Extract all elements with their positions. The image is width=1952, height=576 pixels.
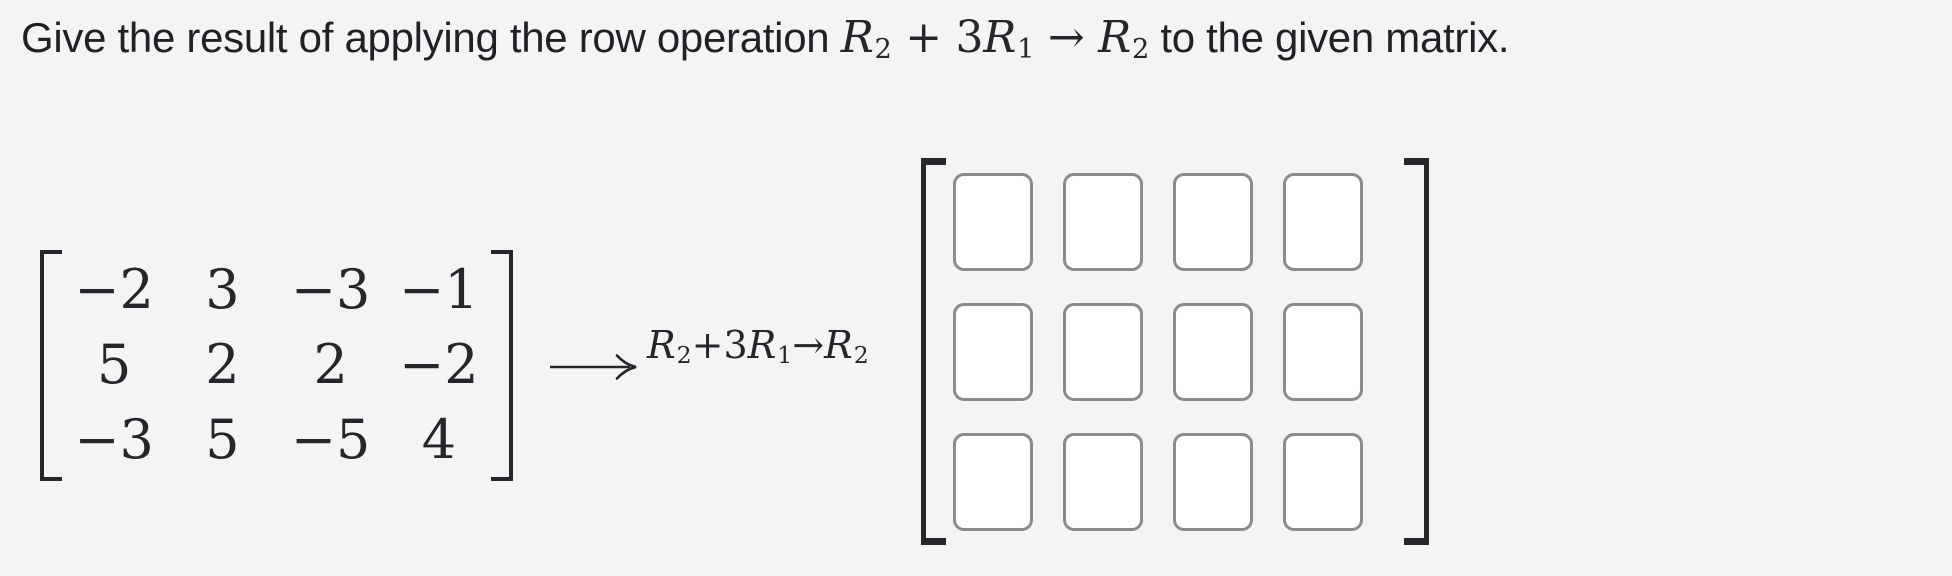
right-bracket [491, 250, 513, 481]
math-var-r2: R [824, 323, 853, 367]
matrix-cell: −1 [399, 258, 479, 321]
right-bracket [1404, 158, 1429, 545]
given-matrix-cells: −2 3 −3 −1 5 2 2 −2 −3 5 −5 4 [60, 252, 493, 477]
right-arrow-glyph: → [1034, 12, 1099, 63]
statement-text-after: to the given matrix. [1149, 14, 1510, 61]
math-var-r1: R [983, 12, 1017, 63]
math-subscript: 1 [1017, 34, 1035, 65]
matrix-cell: 5 [96, 333, 132, 396]
answer-cell-input-r1c3[interactable] [1173, 173, 1253, 271]
answer-cell-input-r2c3[interactable] [1173, 303, 1253, 401]
math-subscript: 2 [874, 34, 892, 65]
answer-cell-input-r3c2[interactable] [1063, 433, 1143, 531]
answer-cell-input-r3c3[interactable] [1173, 433, 1253, 531]
matrix-cell: 2 [205, 333, 240, 396]
answer-matrix-cells [953, 173, 1363, 531]
answer-cell-input-r1c2[interactable] [1063, 173, 1143, 271]
statement-text-before: Give the result of applying the row oper… [21, 14, 841, 61]
math-subscript: 2 [1131, 34, 1149, 65]
left-bracket [40, 250, 62, 481]
math-var-r1: R [747, 323, 777, 367]
matrix-cell: −3 [74, 408, 154, 471]
answer-cell-input-r2c4[interactable] [1283, 303, 1363, 401]
matrix-cell: 5 [205, 408, 240, 471]
problem-statement: Give the result of applying the row oper… [21, 12, 1510, 65]
math-subscript: 2 [853, 341, 869, 370]
math-subscript: 2 [676, 341, 692, 370]
answer-cell-input-r1c1[interactable] [953, 173, 1033, 271]
row-operation-label: R2+3R1→R2 [647, 323, 869, 367]
answer-cell-input-r2c2[interactable] [1063, 303, 1143, 401]
math-plus-3: + 3 [891, 12, 984, 63]
right-arrow-glyph: → [792, 323, 825, 367]
matrix-cell: −5 [290, 408, 371, 471]
math-subscript: 1 [777, 341, 793, 370]
math-var-r2: R [1098, 12, 1131, 63]
matrix-cell: −2 [399, 333, 479, 396]
matrix-cell: 4 [421, 408, 457, 471]
math-plus-3: +3 [691, 323, 748, 367]
long-right-arrow-icon [550, 354, 637, 380]
given-matrix: −2 3 −3 −1 5 2 2 −2 −3 5 −5 4 [40, 250, 513, 481]
matrix-cell: 3 [205, 258, 240, 321]
left-bracket [921, 158, 946, 545]
answer-cell-input-r1c4[interactable] [1283, 173, 1363, 271]
answer-cell-input-r3c1[interactable] [953, 433, 1033, 531]
row-operation-arrow-group: R2+3R1→R2 [548, 326, 920, 396]
answer-cell-input-r3c4[interactable] [1283, 433, 1363, 531]
matrix-cell: −2 [74, 258, 154, 321]
matrix-cell: −3 [290, 258, 371, 321]
answer-matrix [921, 158, 1429, 545]
math-var-r2: R [647, 323, 676, 367]
answer-cell-input-r2c1[interactable] [953, 303, 1033, 401]
row-operation-expression: R2 + 3R1 → R2 [840, 12, 1150, 65]
matrix-cell: 2 [313, 333, 348, 396]
math-var-r2: R [840, 12, 874, 63]
